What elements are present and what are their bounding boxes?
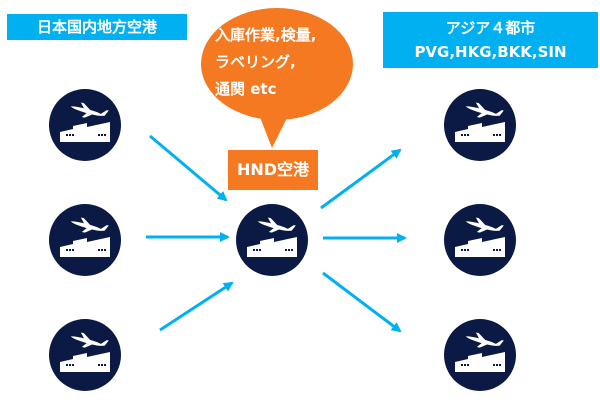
callout-bubble bbox=[201, 8, 353, 148]
callout-line3: 通関 etc bbox=[215, 80, 277, 98]
callout-text: 入庫作業,検量, ラベリング, 通関 etc bbox=[215, 22, 355, 103]
callout-line2: ラベリング, bbox=[215, 53, 296, 71]
destination-label-line1: アジア４都市 bbox=[445, 19, 536, 37]
arrow-hub-to-dest1 bbox=[320, 148, 402, 210]
destination-label: アジア４都市 PVG,HKG,BKK,SIN bbox=[383, 12, 598, 68]
source-node-3 bbox=[49, 319, 121, 391]
source-label: 日本国内地方空港 bbox=[7, 14, 187, 40]
destination-node-3 bbox=[444, 319, 516, 391]
callout-line1: 入庫作業,検量, bbox=[215, 26, 317, 44]
arrow-source1-to-hub bbox=[149, 134, 228, 202]
source-node-1 bbox=[49, 89, 121, 161]
destination-label-line2: PVG,HKG,BKK,SIN bbox=[414, 43, 567, 61]
destination-node-1 bbox=[444, 89, 516, 161]
destination-node-2 bbox=[444, 204, 516, 276]
source-node-2 bbox=[49, 204, 121, 276]
arrow-source3-to-hub bbox=[159, 281, 234, 332]
hub-node bbox=[236, 204, 308, 276]
hub-label: HND空港 bbox=[228, 150, 318, 190]
arrow-hub-to-dest3 bbox=[322, 271, 402, 333]
